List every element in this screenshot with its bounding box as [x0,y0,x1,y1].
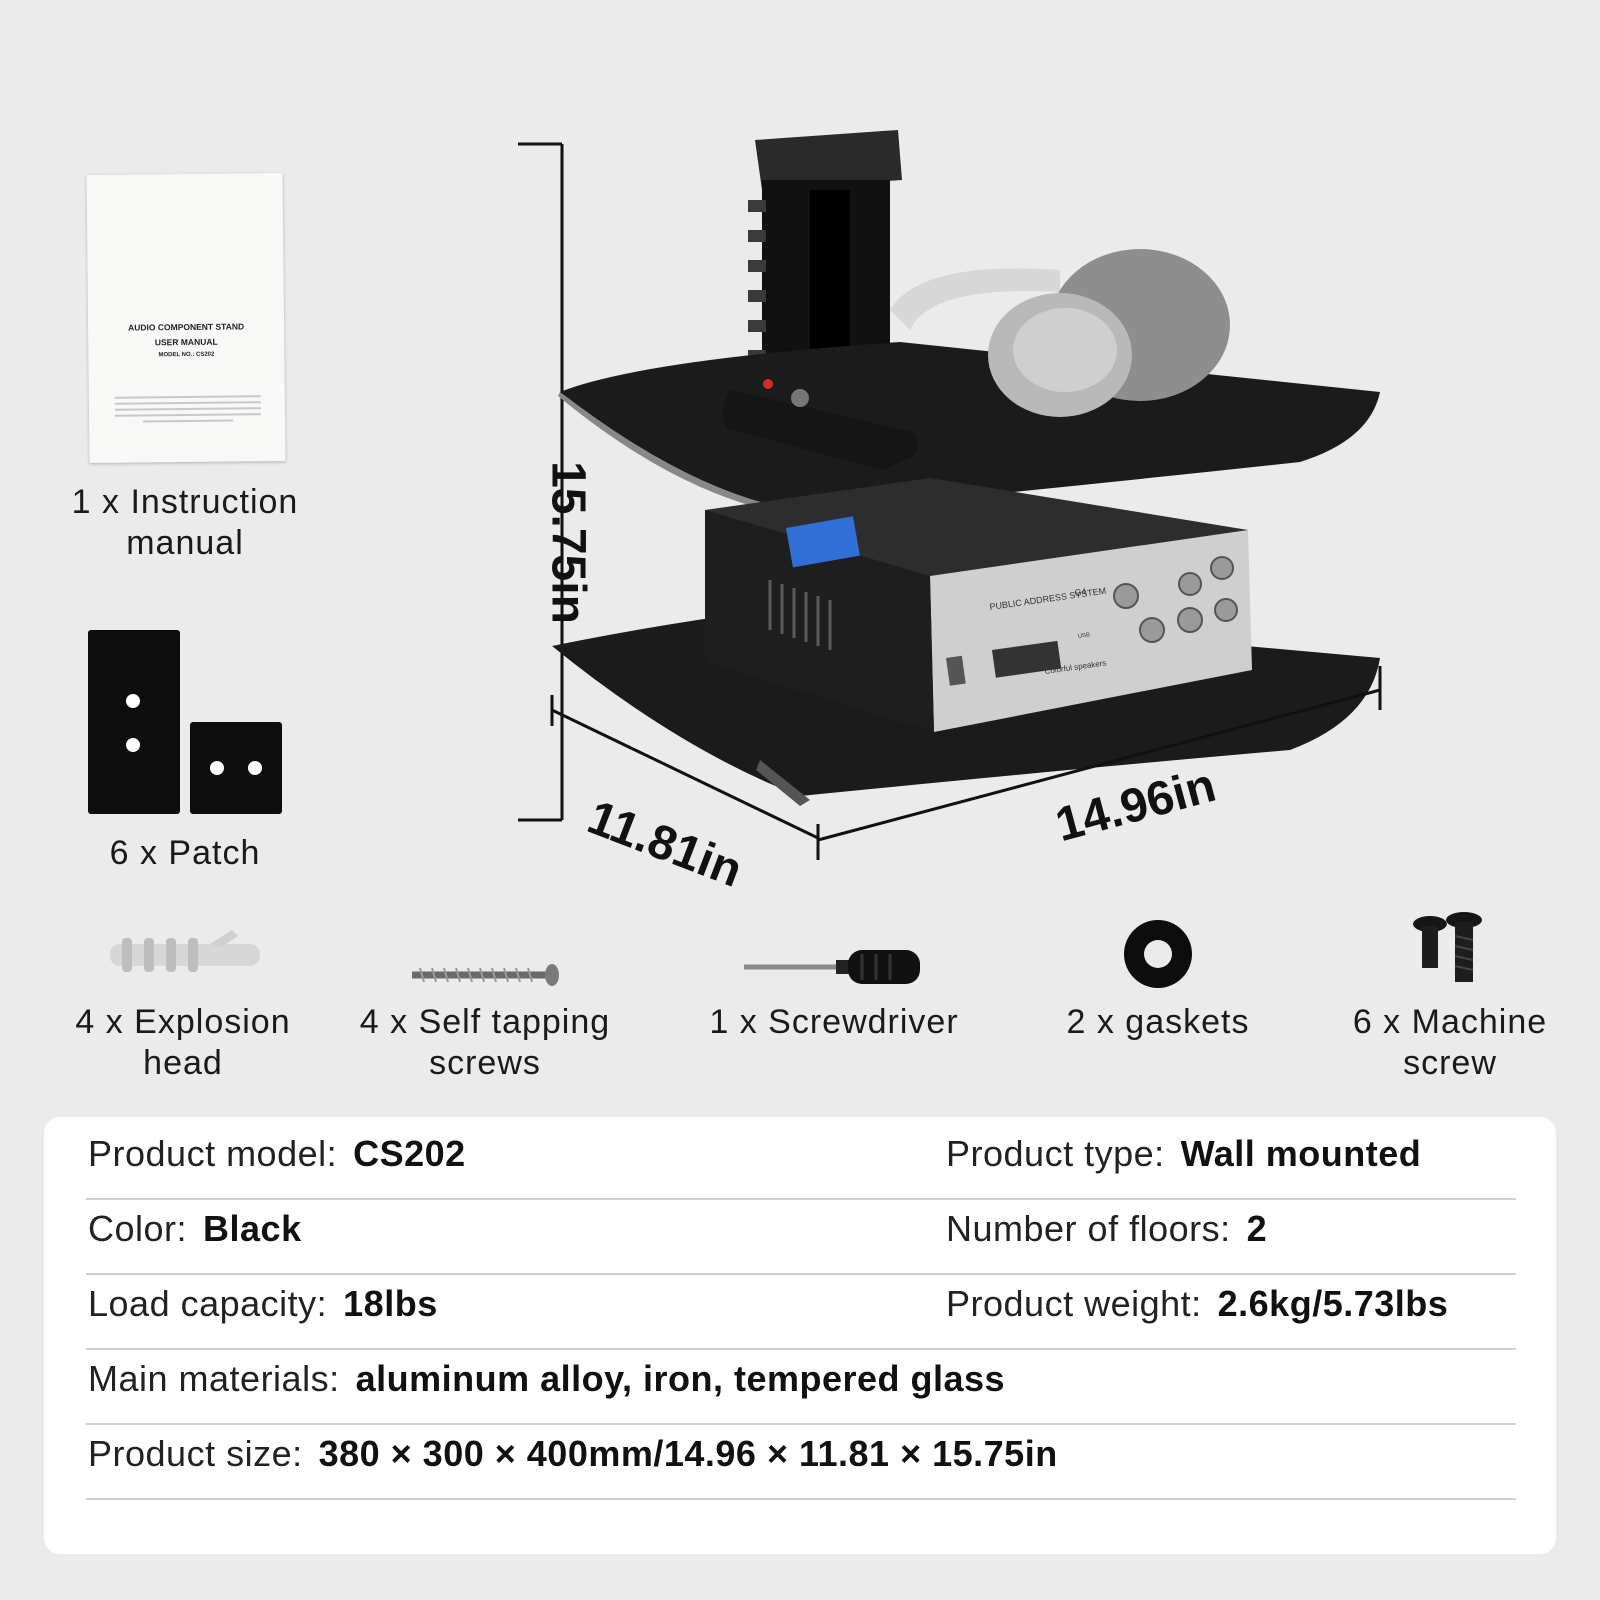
spec-key: Product size: [88,1433,303,1474]
spec-key: Number of floors: [946,1208,1231,1249]
spec-row-weight: Product weight: 2.6kg/5.73lbs [946,1283,1448,1358]
spec-key: Main materials: [88,1358,340,1399]
patch-label: 6 x Patch [109,834,261,872]
explosion-head-image [110,930,260,972]
manual-model: MODEL NO.: CS202 [158,351,215,359]
self-tapping-screw-image [412,964,559,986]
machine-screw-label: 6 x Machine screw [1352,1003,1548,1082]
spec-key: Product type: [946,1133,1165,1174]
amp-model-text: G4 [1074,586,1087,598]
patch-small-image [190,722,282,814]
spec-value: Wall mounted [1180,1133,1422,1174]
amp-usb-text: USB [1077,632,1090,640]
spec-row-color: Color: Black [88,1208,302,1283]
spec-value: 18lbs [343,1283,438,1324]
spec-row-load: Load capacity: 18lbs [88,1283,438,1358]
instruction-manual-image: AUDIO COMPONENT STAND USER MANUAL MODEL … [86,172,286,464]
shelf-product-image: PUBLIC ADDRESS SYSTEM G4 Colorful speake… [518,130,1382,860]
spec-table: Product model: CS202 Product type: Wall mo… [44,1117,1556,1554]
spec-row-model: Product model: CS202 [88,1133,466,1208]
spec-row-floors: Number of floors: 2 [946,1208,1267,1283]
manual-title: AUDIO COMPONENT STAND [128,321,245,333]
patch-large-image [88,630,180,814]
manual-label: 1 x Instruction manual [71,483,299,562]
spec-key: Color: [88,1208,188,1249]
machine-screw-image [1413,912,1482,982]
spec-value: 2.6kg/5.73lbs [1217,1283,1449,1324]
spec-value: CS202 [353,1133,466,1174]
spec-key: Product model: [88,1133,338,1174]
spec-row-size: Product size: 380 × 300 × 400mm/14.96 × 1… [88,1433,1058,1508]
gaskets-label: 2 x gaskets [1066,1003,1250,1041]
manual-subtitle: USER MANUAL [154,336,218,348]
spec-value: 380 × 300 × 400mm/14.96 × 11.81 × 15.75i… [318,1433,1058,1474]
spec-row-materials: Main materials: aluminum alloy, iron, tem… [88,1358,1005,1433]
self-tapping-label: 4 x Self tapping screws [359,1003,611,1082]
spec-value: Black [203,1208,302,1249]
height-dimension-label: 15.75in [541,461,595,624]
screwdriver-label: 1 x Screwdriver [709,1003,959,1041]
explosion-head-label: 4 x Explosion head [75,1003,291,1082]
spec-value: aluminum alloy, iron, tempered glass [355,1358,1006,1399]
spec-key: Load capacity: [88,1283,328,1324]
spec-value: 2 [1246,1208,1268,1249]
screwdriver-image [744,950,920,984]
spec-key: Product weight: [946,1283,1202,1324]
gasket-image [1124,920,1192,988]
spec-row-type: Product type: Wall mounted [946,1133,1421,1208]
